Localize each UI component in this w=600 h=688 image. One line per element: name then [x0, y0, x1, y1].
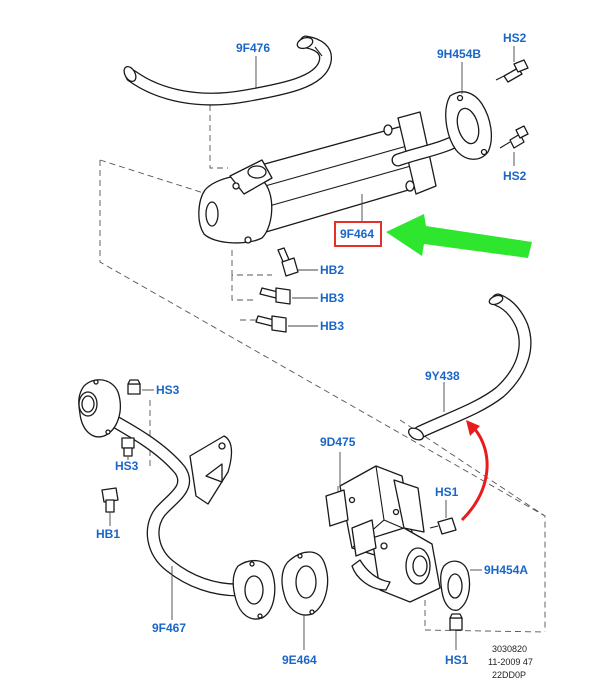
pipe-9f467 — [78, 379, 276, 620]
label-9f476: 9F476 — [236, 41, 270, 55]
label-hs1-upper: HS1 — [435, 485, 459, 499]
reference-line-3: 22DD0P — [492, 670, 526, 680]
reference-line-2: 11-2009 47 — [488, 657, 533, 667]
bolt-hb2 — [277, 247, 299, 277]
label-hb2: HB2 — [320, 263, 344, 277]
bolt-hb3-lower — [255, 315, 287, 333]
label-9d475: 9D475 — [320, 435, 356, 449]
label-9f467: 9F467 — [152, 621, 186, 635]
red-curved-arrow — [460, 420, 489, 522]
label-hs2-bottom: HS2 — [503, 169, 527, 183]
bolt-hs1-upper — [429, 517, 457, 535]
bolt-hb3-upper — [259, 287, 291, 305]
highlight-box — [334, 221, 382, 247]
bolt-hb1 — [101, 487, 119, 513]
label-hs3-right: HS3 — [156, 383, 180, 397]
bolt-hs3-right — [127, 379, 141, 395]
gasket-9e464 — [281, 551, 329, 616]
label-hs2-top: HS2 — [503, 31, 527, 45]
leader-lines — [109, 46, 515, 650]
bolt-hs3-left — [121, 437, 135, 457]
label-hs3-left: HS3 — [115, 459, 139, 473]
label-hs1-lower: HS1 — [445, 653, 469, 667]
bolt-hs2-top — [495, 59, 529, 83]
label-9y438: 9Y438 — [425, 369, 460, 383]
label-9e464: 9E464 — [282, 653, 317, 667]
pipe-9f476 — [123, 35, 332, 106]
bolt-hs1-lower — [449, 613, 463, 631]
label-9h454b: 9H454B — [437, 47, 481, 61]
egr-cooler-9f464 — [198, 111, 469, 244]
green-highlight-arrow — [386, 214, 532, 258]
egr-valve-9d475 — [325, 465, 441, 603]
label-hb3-lower: HB3 — [320, 319, 344, 333]
label-9f464: 9F464 — [340, 227, 374, 241]
label-9h454a: 9H454A — [484, 563, 528, 577]
label-hb1: HB1 — [96, 527, 120, 541]
reference-code: 3030820 11-2009 47 22DD0P — [488, 644, 533, 680]
label-hb3-upper: HB3 — [320, 291, 344, 305]
reference-line-1: 3030820 — [492, 644, 527, 654]
gasket-9h454a — [440, 560, 471, 611]
part-labels: 9F476 9H454B HS2 HS2 9F464 HB2 HB3 HB3 9… — [96, 31, 528, 667]
bolt-hs2-bottom — [499, 125, 529, 149]
pipe-9y438 — [407, 293, 532, 441]
gasket-9h454b — [445, 91, 493, 160]
